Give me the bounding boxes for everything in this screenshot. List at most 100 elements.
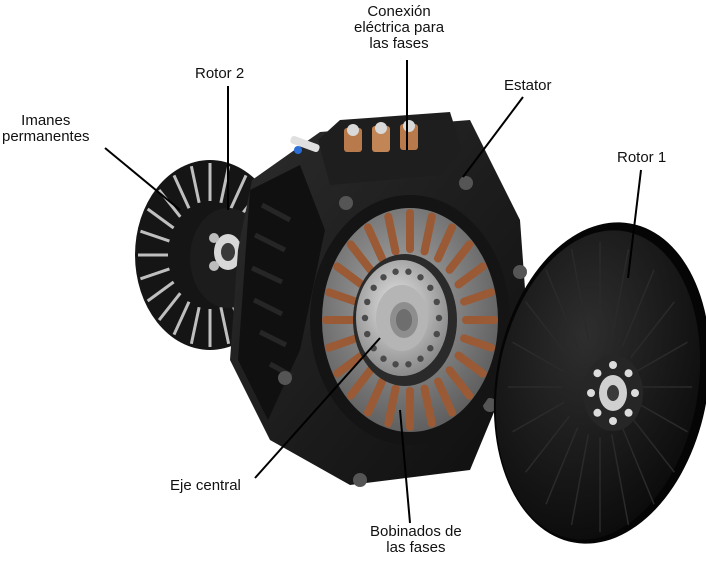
magnet-segment	[146, 207, 175, 230]
label-line: Eje central	[170, 477, 241, 494]
bearing-ball	[364, 298, 371, 306]
bearing-ball	[417, 355, 424, 362]
rotor-1-bolt	[593, 369, 602, 378]
magnet-segment	[189, 306, 201, 345]
phase-coil	[420, 212, 436, 256]
bearing-ball	[380, 274, 387, 281]
leader-eje	[254, 337, 381, 479]
bearing-ball	[405, 268, 412, 275]
central-shaft	[356, 260, 448, 376]
rotor-1-bolt	[609, 417, 617, 425]
phase-coil	[445, 366, 474, 400]
label-line: las fases	[369, 35, 429, 52]
bearing-ball	[427, 284, 434, 291]
bearing-ball	[380, 355, 387, 362]
magnet-segment	[157, 292, 182, 321]
phase-coil	[346, 366, 375, 400]
bearing-ball	[361, 314, 369, 322]
bearing-ball	[364, 330, 371, 338]
rotor-1-spoke	[611, 248, 630, 340]
rotor-1-spoke	[635, 401, 688, 433]
magnet-segment	[229, 174, 248, 209]
bearing-ball	[392, 361, 399, 368]
phase-coil	[454, 351, 487, 378]
phase-coil	[364, 377, 386, 417]
phase-coil	[434, 223, 456, 263]
label-line: Imanes	[21, 112, 71, 129]
rotor-1-spoke	[570, 434, 589, 526]
rotor-1-bolts	[587, 361, 639, 425]
rotor-1-spoke	[630, 415, 676, 473]
label-line: Bobinados de	[370, 523, 462, 540]
rotor-1-spoke	[570, 248, 589, 340]
bearing-ball	[433, 330, 440, 338]
magnet-segment	[139, 267, 170, 281]
bearing-ball	[435, 314, 443, 322]
rotor-1-spoke	[512, 341, 565, 373]
phase-coil	[445, 240, 474, 274]
label-rotor-2: Rotor 2	[195, 66, 244, 82]
phase-coil	[454, 262, 487, 289]
bearing-ball	[427, 345, 434, 352]
rotor-1-disc	[493, 222, 706, 544]
phase-coil	[384, 212, 400, 256]
bearing-ball	[433, 298, 440, 306]
label-imanes-permanentes: Imanes permanentes	[2, 113, 90, 145]
phase-connection-block	[290, 112, 462, 185]
phase-coil	[420, 384, 436, 428]
phase-coil	[346, 240, 375, 274]
magnet-segment	[189, 165, 201, 204]
rotor-1-spoke	[545, 427, 579, 505]
phase-coil	[460, 334, 496, 352]
label-line: Rotor 2	[195, 65, 245, 82]
bearing-ball	[417, 274, 424, 281]
phase-coil	[434, 377, 456, 417]
label-line: eléctrica para	[354, 19, 445, 36]
phase-coil	[364, 223, 386, 263]
label-line: Estator	[504, 77, 552, 94]
bearing-balls	[361, 268, 443, 368]
rotor-1-bolt	[609, 361, 617, 369]
rotor-1-spokes	[508, 242, 692, 532]
bearing-ball	[392, 268, 399, 275]
phase-coil	[324, 334, 360, 352]
label-conexion-electrica: Conexión eléctrica para las fases	[354, 4, 444, 52]
leader-rotor-1	[627, 169, 642, 279]
rotor-1-spoke	[512, 401, 565, 433]
rotor-1-bolt	[593, 408, 602, 417]
phase-coil	[460, 288, 496, 306]
phase-windings	[322, 209, 498, 431]
phase-coil	[333, 351, 366, 378]
label-estator: Estator	[504, 78, 552, 94]
leader-estator	[462, 96, 524, 178]
magnet-segment	[146, 280, 175, 303]
label-line: Conexión	[367, 3, 431, 20]
rotor-1-spoke	[524, 301, 570, 359]
label-bobinados: Bobinados de las fases	[370, 524, 462, 556]
leader-imanes	[104, 147, 181, 211]
rotor-1-spoke	[524, 415, 570, 473]
rotor-1-spoke	[611, 434, 630, 526]
label-line: permanentes	[2, 128, 90, 145]
rotor-1-spoke	[630, 301, 676, 359]
rotor-1-spoke	[621, 269, 655, 347]
leader-bobinados	[399, 409, 411, 524]
bearing-ball	[370, 284, 377, 291]
rotor-1-spoke	[545, 269, 579, 347]
rotor-1-spoke	[635, 341, 688, 373]
bearing-ball	[405, 361, 412, 368]
label-line: las fases	[386, 539, 446, 556]
rotor-1-bolt	[624, 369, 633, 378]
phase-coil	[384, 384, 400, 428]
label-rotor-1: Rotor 1	[617, 150, 666, 166]
label-line: Rotor 1	[617, 149, 667, 166]
magnet-segment	[172, 301, 191, 336]
phase-coil	[333, 262, 366, 289]
rotor-1-bolt	[624, 408, 633, 417]
rotor-1-spoke	[621, 427, 655, 505]
magnet-segment	[172, 174, 191, 209]
phase-coil	[324, 288, 360, 306]
label-eje-central: Eje central	[170, 478, 241, 494]
